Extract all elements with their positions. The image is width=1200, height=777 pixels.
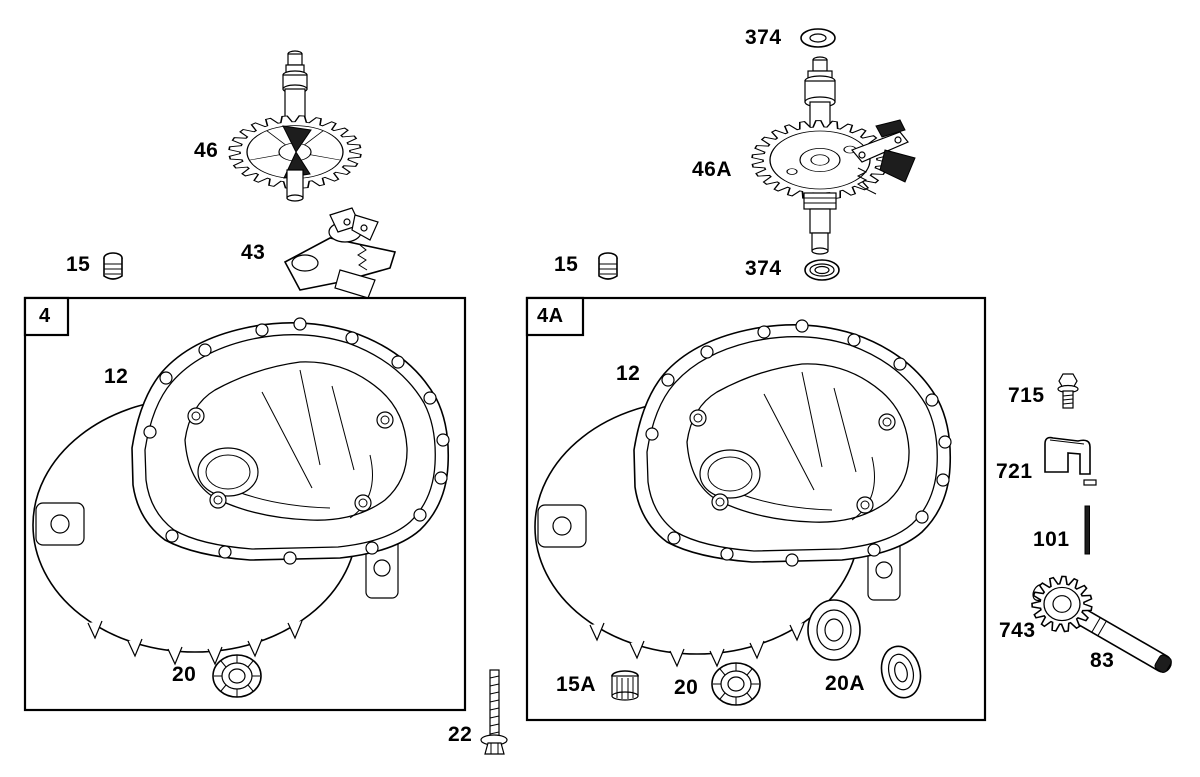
- pin-101-drawing: [1084, 505, 1090, 555]
- governor-43-drawing: [283, 207, 397, 299]
- box-4a-tag: [525, 296, 585, 337]
- callout-15a: 15A: [556, 673, 597, 696]
- bolt-22-drawing: [480, 669, 508, 755]
- shaft-83-drawing: [1031, 575, 1172, 673]
- clip-721-drawing: [1044, 436, 1097, 486]
- gear-743-drawing: [1031, 575, 1093, 633]
- washer-374-top-drawing: [800, 28, 836, 48]
- callout-46: 46: [194, 139, 219, 162]
- box-4a-label: 4A: [537, 305, 564, 327]
- box-4-label: 4: [39, 305, 51, 327]
- camshaft-46a-drawing: [751, 56, 916, 255]
- seal-20a-drawing: [880, 645, 922, 699]
- plug-15a-drawing: [611, 670, 639, 701]
- seal-20-right-drawing: [711, 662, 761, 706]
- callout-721: 721: [996, 460, 1033, 483]
- callout-20-left: 20: [172, 663, 197, 686]
- plug-15-left-drawing: [103, 252, 123, 280]
- callout-374-top: 374: [745, 26, 782, 49]
- callout-715: 715: [1008, 384, 1045, 407]
- plug-15-right-drawing: [598, 252, 618, 280]
- callout-22: 22: [448, 723, 473, 746]
- callout-20-right: 20: [674, 676, 699, 699]
- camshaft-46-drawing: [228, 50, 362, 202]
- callout-12-right: 12: [616, 362, 641, 385]
- callout-374-bottom: 374: [745, 257, 782, 280]
- washer-374-bottom-drawing: [804, 259, 840, 281]
- callout-15-right: 15: [554, 253, 579, 276]
- callout-83: 83: [1090, 649, 1115, 672]
- sump-4a-drawing: [534, 319, 952, 667]
- callout-12-left: 12: [104, 365, 129, 388]
- seal-20-left-drawing: [212, 654, 262, 698]
- box-4-tag: [23, 296, 70, 337]
- callout-101: 101: [1033, 528, 1070, 551]
- callout-43: 43: [241, 241, 266, 264]
- callout-743: 743: [999, 619, 1036, 642]
- bolt-715-drawing: [1057, 373, 1079, 409]
- callout-15-left: 15: [66, 253, 91, 276]
- callout-46a: 46A: [692, 158, 733, 181]
- callout-20a: 20A: [825, 672, 866, 695]
